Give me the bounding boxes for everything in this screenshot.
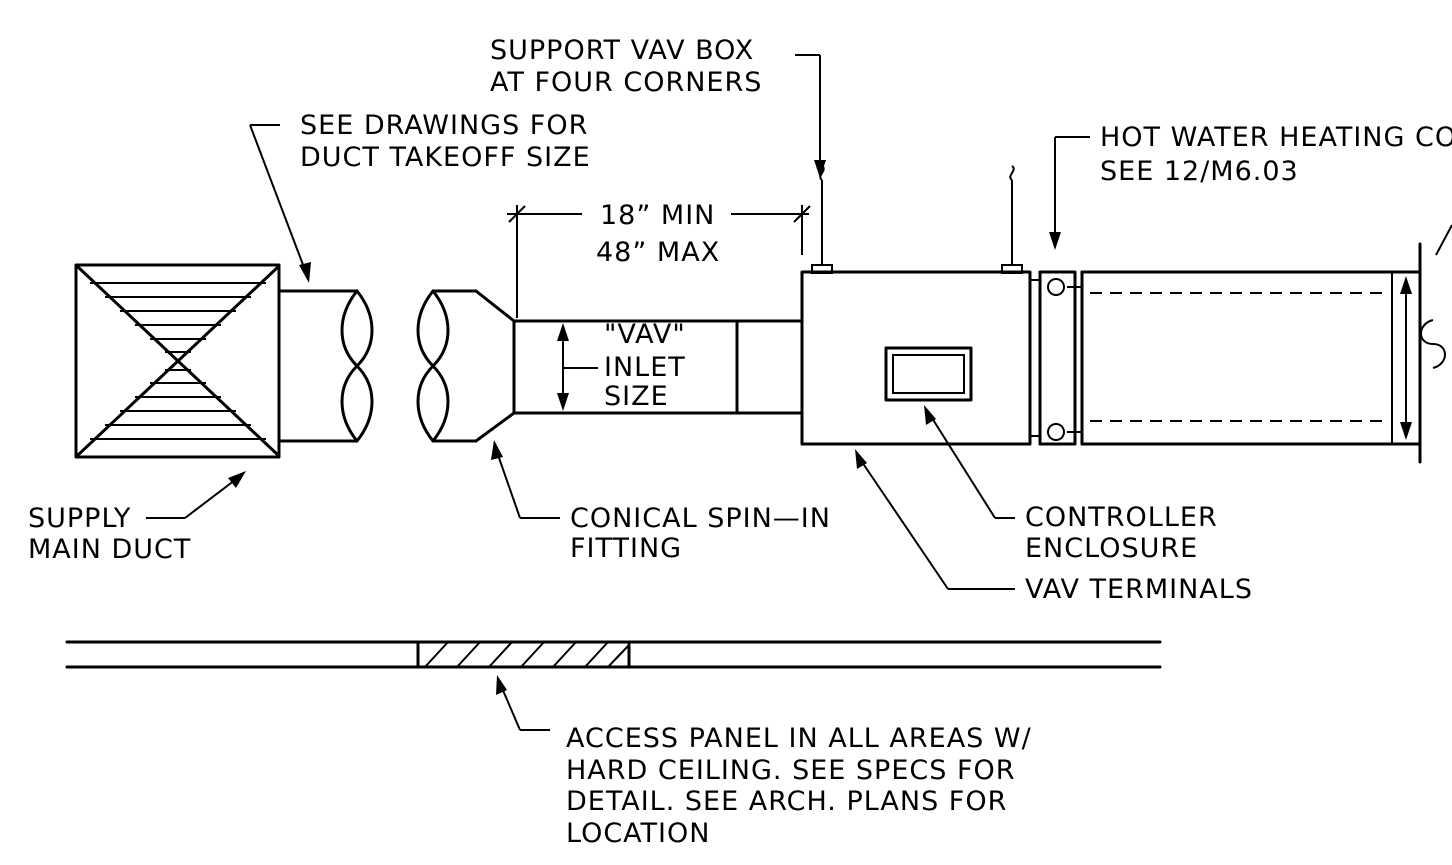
- leader-conical: [491, 440, 560, 519]
- vav-terminal-box: [800, 165, 1032, 446]
- leader-access-panel: [496, 675, 550, 731]
- label-dim-min: 18” MIN: [600, 200, 715, 231]
- label-vav-inlet-1: "VAV": [604, 319, 686, 350]
- label-supply-main-2: MAIN DUCT: [28, 534, 191, 565]
- label-access-panel-3: DETAIL. SEE ARCH. PLANS FOR: [566, 786, 1007, 817]
- access-panel: [416, 640, 631, 669]
- supply-main-duct: [74, 263, 281, 459]
- hot-water-heating-coil: [1029, 270, 1082, 446]
- label-supply-main-1: SUPPLY: [28, 503, 131, 534]
- vav-inlet-duct: [512, 319, 804, 415]
- label-vav-terminals: VAV TERMINALS: [1025, 574, 1253, 605]
- label-controller-2: ENCLOSURE: [1025, 533, 1198, 564]
- label-see-drawings-1: SEE DRAWINGS FOR: [300, 110, 588, 141]
- label-controller-1: CONTROLLER: [1025, 502, 1218, 533]
- label-hot-water-2: SEE 12/M6.03: [1100, 156, 1299, 187]
- label-access-panel-4: LOCATION: [566, 818, 710, 849]
- ceiling-line: [65, 640, 1162, 669]
- label-dim-max: 48” MAX: [596, 237, 720, 268]
- leader-hot-water: [1049, 136, 1090, 250]
- controller-enclosure: [884, 346, 973, 402]
- label-support-vav-2: AT FOUR CORNERS: [490, 67, 762, 98]
- discharge-duct: [1080, 224, 1452, 464]
- label-support-vav-1: SUPPORT VAV BOX: [490, 35, 754, 66]
- label-conical-1: CONICAL SPIN—IN: [570, 503, 831, 534]
- leader-see-drawings: [249, 124, 311, 283]
- label-access-panel-2: HARD CEILING. SEE SPECS FOR: [566, 755, 1016, 786]
- leader-controller: [924, 405, 1015, 519]
- conical-spin-in-fitting: [416, 289, 516, 443]
- label-hot-water-1: HOT WATER HEATING CO: [1100, 122, 1452, 153]
- leader-supply-main: [146, 471, 246, 519]
- leader-support-vav: [795, 54, 826, 178]
- label-vav-inlet-3: SIZE: [604, 381, 669, 412]
- length-dimension: [507, 205, 811, 318]
- label-access-panel-1: ACCESS PANEL IN ALL AREAS W/: [566, 723, 1032, 754]
- label-vav-inlet-2: INLET: [604, 352, 686, 383]
- label-see-drawings-2: DUCT TAKEOFF SIZE: [300, 142, 591, 173]
- duct-takeoff-stub: [277, 289, 374, 443]
- label-conical-2: FITTING: [570, 533, 682, 564]
- leader-vav-terminals: [855, 449, 1015, 590]
- inlet-size-dimension: [557, 323, 598, 411]
